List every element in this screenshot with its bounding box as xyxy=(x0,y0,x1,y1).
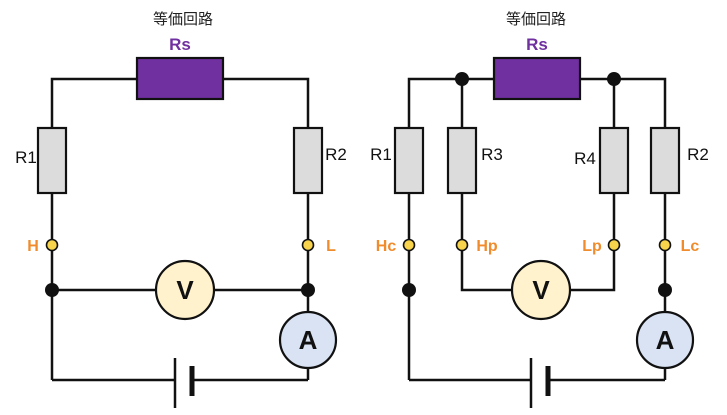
right-voltmeter xyxy=(510,259,572,321)
right-lp-label: Lp xyxy=(582,238,602,255)
right-wire-top-left xyxy=(407,77,494,128)
left-title: 等価回路 xyxy=(153,10,213,28)
left-wire-top-left xyxy=(50,77,137,128)
right-r2-resistor xyxy=(649,126,681,195)
left-circuit: 等価回路 Rs R1 R2 H L V A xyxy=(15,10,347,408)
left-ammeter-label: A xyxy=(299,325,318,355)
left-l-label: L xyxy=(326,238,336,255)
left-rs-resistor xyxy=(135,56,225,101)
left-r1-resistor xyxy=(36,126,68,195)
left-voltmeter-label: V xyxy=(176,275,194,305)
left-voltmeter xyxy=(154,259,216,321)
right-lp-terminal xyxy=(607,238,621,252)
right-wire-top-right xyxy=(580,77,667,128)
left-r2-label: R2 xyxy=(325,145,347,164)
right-lc-label: Lc xyxy=(681,238,700,255)
right-hp-terminal xyxy=(455,238,469,252)
right-rs-resistor xyxy=(492,56,582,101)
right-r1-resistor xyxy=(393,126,425,195)
left-junction-node xyxy=(45,283,59,297)
right-r2-label: R2 xyxy=(687,145,709,164)
right-r3-label: R3 xyxy=(481,145,503,164)
left-h-label: H xyxy=(27,238,39,255)
right-rs-label: Rs xyxy=(526,35,548,54)
right-hp-label: Hp xyxy=(476,238,498,255)
left-r1-label: R1 xyxy=(15,148,37,167)
left-r2-resistor xyxy=(292,126,324,195)
right-ammeter-label: A xyxy=(656,325,675,355)
right-junction-node xyxy=(402,283,416,297)
left-ammeter xyxy=(278,310,338,370)
right-junction-node xyxy=(455,72,469,86)
right-voltmeter-label: V xyxy=(532,275,550,305)
right-r1-label: R1 xyxy=(370,145,392,164)
right-r4-label: R4 xyxy=(574,149,596,168)
right-wire-hp-to-voltmeter xyxy=(460,193,512,292)
right-title: 等価回路 xyxy=(506,10,566,28)
right-r3-resistor xyxy=(446,126,478,195)
right-junction-node xyxy=(658,283,672,297)
right-hc-terminal xyxy=(402,238,416,252)
left-l-terminal xyxy=(301,238,315,252)
left-wire-top-right xyxy=(223,77,310,128)
left-battery xyxy=(173,358,195,408)
right-battery xyxy=(529,358,551,408)
left-junction-node xyxy=(301,283,315,297)
right-circuit: 等価回路 Rs R1 R3 R4 R2 Hc H xyxy=(370,10,709,408)
right-wire-voltmeter-to-lp xyxy=(570,193,616,292)
right-lc-terminal xyxy=(658,238,672,252)
right-r4-resistor xyxy=(598,126,630,195)
right-junction-node xyxy=(607,72,621,86)
left-h-terminal xyxy=(45,238,59,252)
left-rs-label: Rs xyxy=(169,35,191,54)
right-hc-label: Hc xyxy=(376,238,397,255)
right-ammeter xyxy=(635,310,695,370)
